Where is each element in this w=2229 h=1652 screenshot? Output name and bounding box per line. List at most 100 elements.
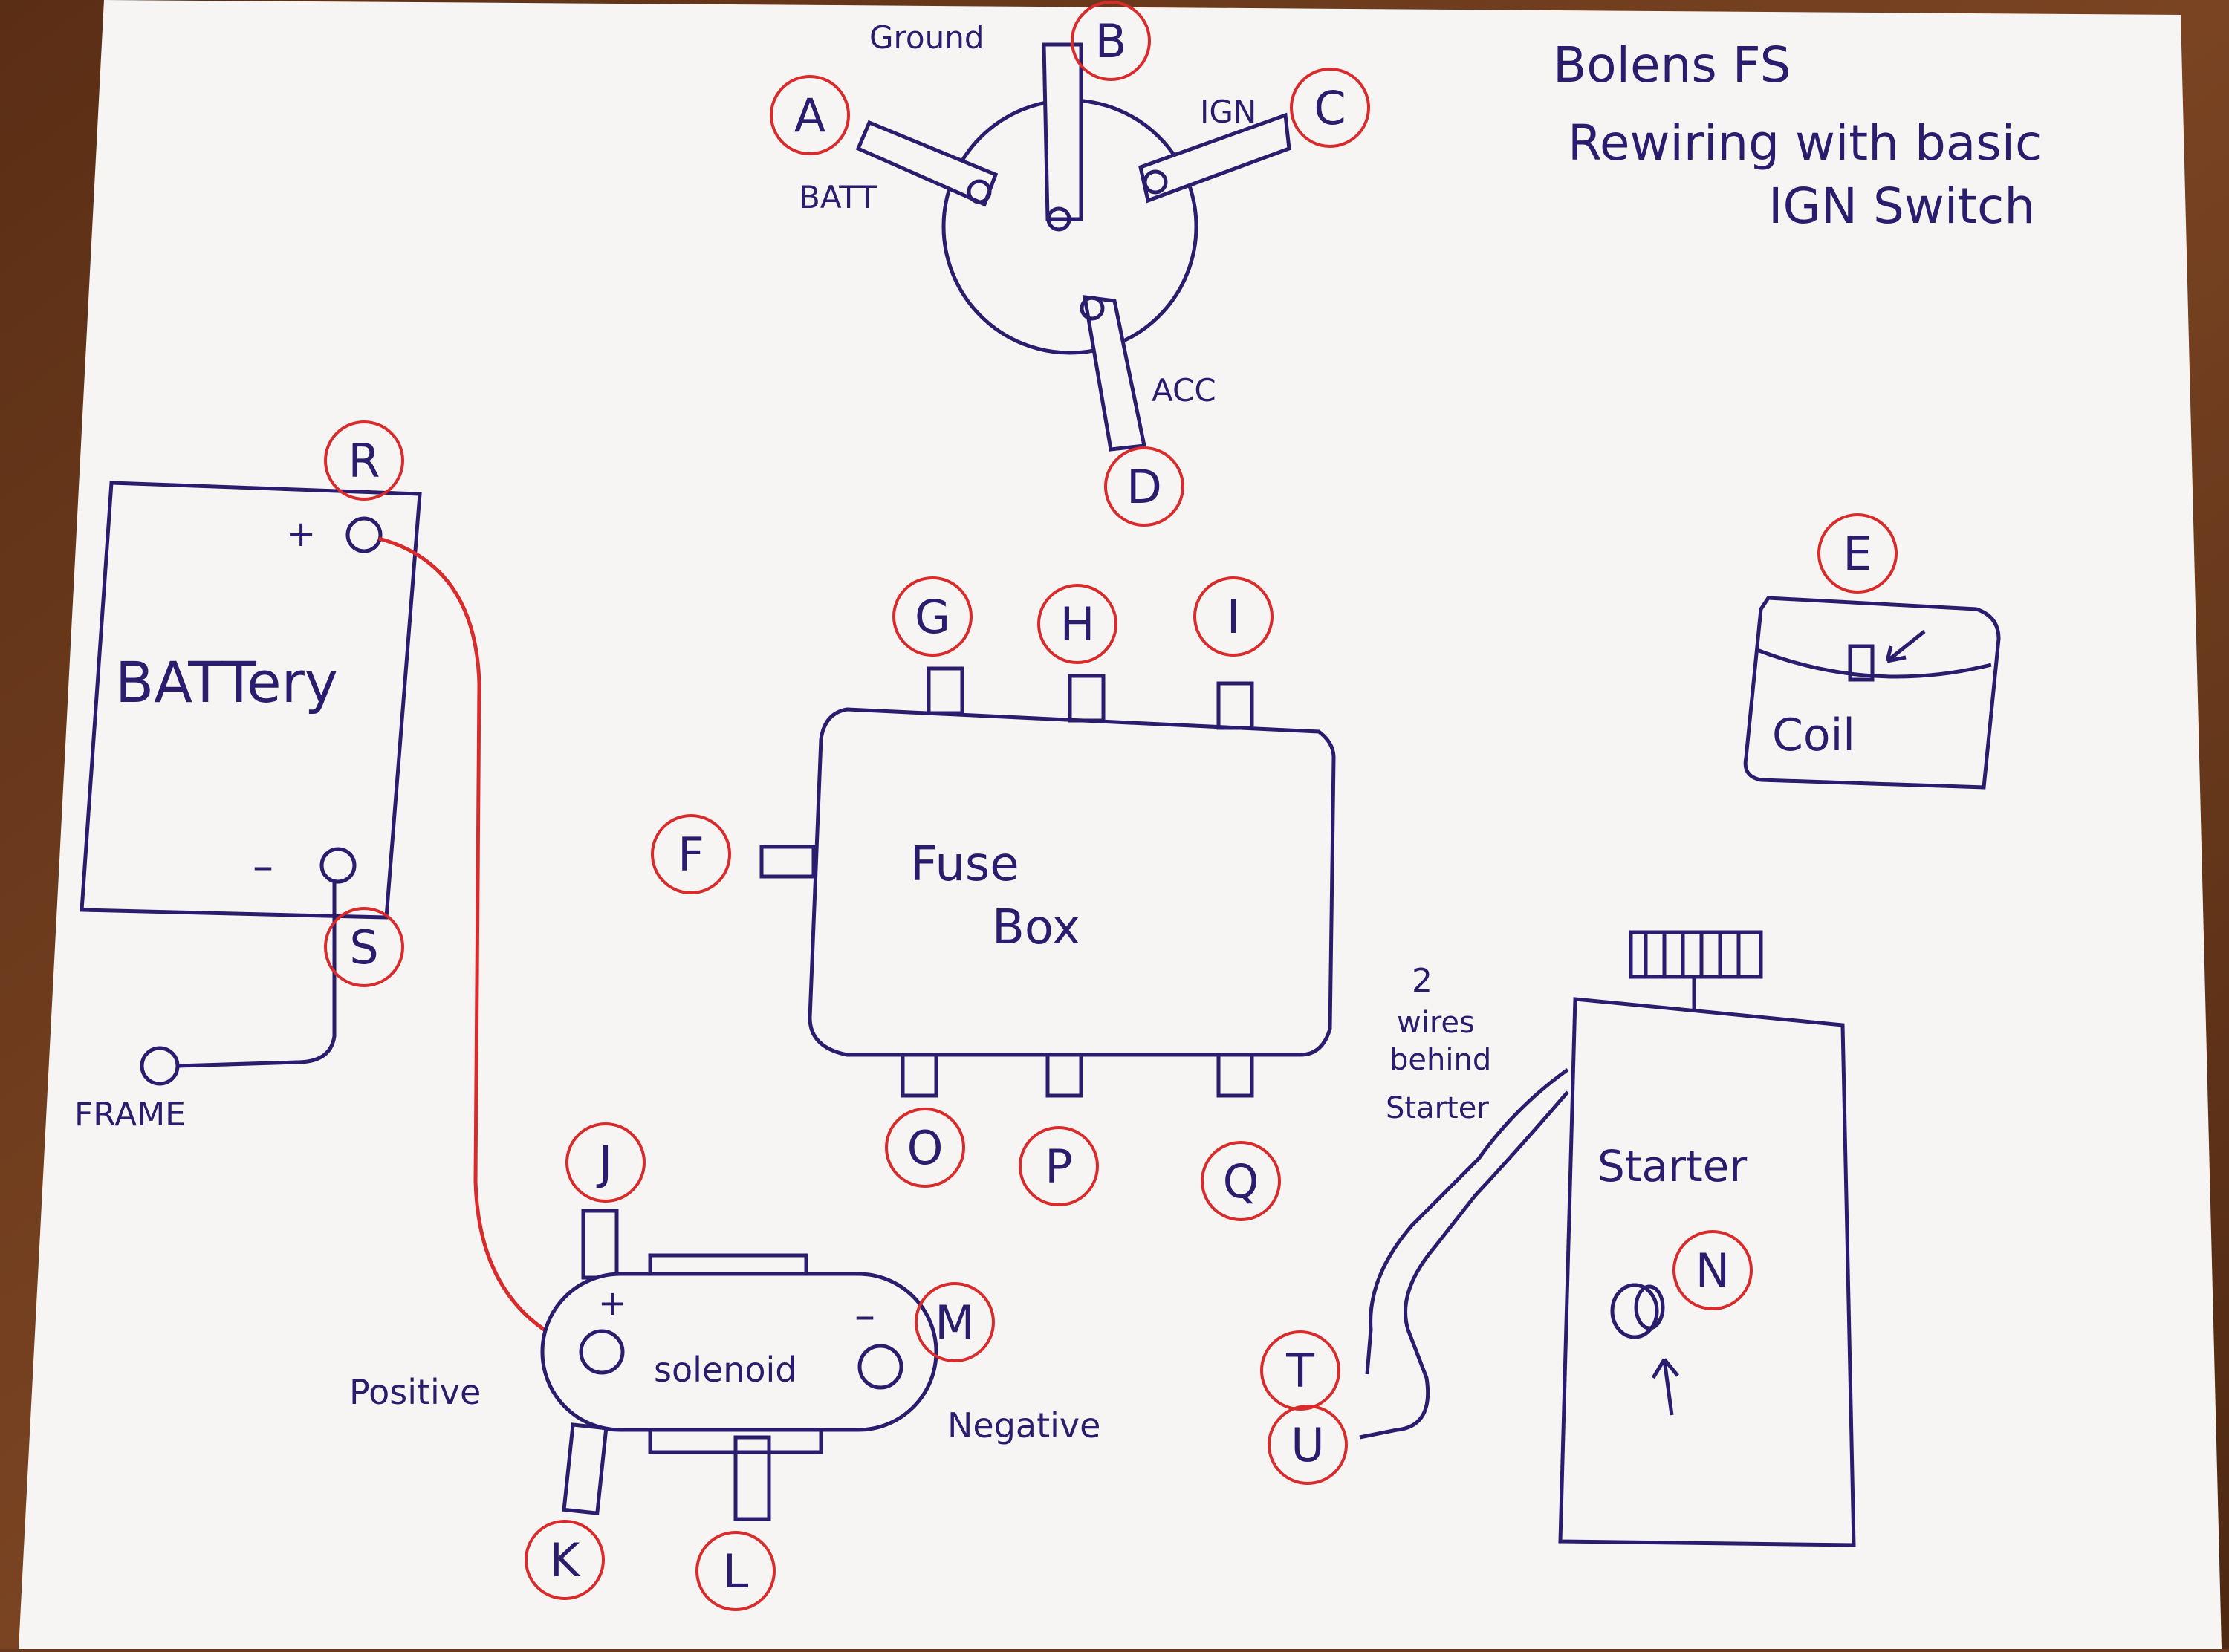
- fuse-terminal-q: [1216, 1053, 1254, 1098]
- coil: [1743, 596, 2001, 790]
- starter-note-1: 2: [1412, 962, 1433, 1000]
- fuse-box-label-1: Fuse: [910, 837, 1019, 892]
- marker-circle: [695, 1531, 776, 1611]
- starter-wire-t: [1365, 1067, 1569, 1375]
- marker-o: O: [885, 1108, 965, 1188]
- ground-label: Ground: [869, 19, 984, 56]
- marker-labels: A B C D E F G H I J K L M N O P Q R S TU: [324, 1, 1898, 1611]
- starter-gear-teeth: [1644, 932, 1741, 977]
- starter: [1359, 930, 1856, 1547]
- title-line-3: IGN Switch: [1768, 178, 2035, 235]
- marker-m: M: [915, 1282, 995, 1362]
- solenoid-positive-post: [579, 1329, 625, 1375]
- marker-u: U: [1268, 1405, 1348, 1485]
- marker-letter: G: [915, 590, 950, 644]
- positive-cable: [378, 536, 603, 1358]
- starter-terminal-nut: [1634, 1284, 1665, 1330]
- marker-t: T: [1260, 1330, 1340, 1411]
- marker-e: E: [1817, 513, 1898, 594]
- marker-letter: F: [678, 827, 704, 882]
- solenoid-plus-sign: +: [598, 1283, 627, 1323]
- fuse-terminal-g: [927, 666, 964, 715]
- marker-s: S: [324, 907, 404, 987]
- ignition-switch: [855, 42, 1291, 452]
- marker-circle: [1071, 1, 1151, 81]
- marker-letter: O: [907, 1121, 944, 1175]
- battery-positive-post: [345, 516, 383, 553]
- marker-f: F: [651, 814, 731, 894]
- starter-arrow-icon: [1651, 1358, 1679, 1416]
- batt-terminal-screw: [967, 179, 992, 204]
- marker-p: P: [1019, 1126, 1099, 1206]
- marker-letter: L: [723, 1544, 749, 1599]
- marker-circle: [1201, 1141, 1281, 1221]
- solenoid: [540, 1209, 938, 1521]
- marker-j: J: [565, 1122, 646, 1203]
- marker-letter: D: [1126, 460, 1162, 514]
- coil-terminal: [1848, 644, 1875, 682]
- fuse-box: [759, 666, 1336, 1098]
- marker-circle: [1019, 1126, 1099, 1206]
- marker-letter: B: [1095, 14, 1127, 68]
- solenoid-body: [540, 1272, 938, 1432]
- marker-letter: J: [596, 1136, 612, 1190]
- fuse-box-text: Fuse Box: [910, 837, 1080, 955]
- batt-label: BATT: [799, 179, 877, 215]
- fuse-terminal-h: [1068, 674, 1106, 723]
- marker-letter: K: [550, 1533, 581, 1587]
- marker-circle: [1268, 1405, 1348, 1485]
- marker-g: G: [892, 576, 973, 657]
- fuse-terminal-f: [759, 845, 816, 879]
- ign-terminal-screw: [1143, 169, 1168, 195]
- marker-circle: [1817, 513, 1898, 594]
- solenoid-minus-sign: –: [854, 1292, 875, 1340]
- fuse-box-label-2: Box: [992, 900, 1080, 955]
- frame-label: FRAME: [74, 1096, 186, 1134]
- marker-circle: [1037, 584, 1117, 664]
- solenoid-label: solenoid: [654, 1350, 796, 1390]
- marker-letter: C: [1314, 81, 1346, 135]
- marker-a: A: [770, 75, 850, 155]
- marker-circle: [324, 907, 404, 987]
- marker-letter: U: [1291, 1418, 1324, 1472]
- battery-negative-post: [319, 847, 357, 884]
- batt-terminal-blade: [855, 120, 999, 207]
- battery-text: + – BATTery: [115, 513, 338, 891]
- marker-letter: R: [348, 434, 380, 488]
- marker-letter: Q: [1223, 1154, 1259, 1209]
- ign-label: IGN: [1200, 94, 1256, 130]
- marker-letter: S: [349, 920, 378, 975]
- battery-label: BATTery: [115, 649, 338, 715]
- fuse-box-body: [808, 707, 1336, 1057]
- starter-note-4: Starter: [1386, 1091, 1489, 1125]
- marker-q: Q: [1201, 1141, 1281, 1221]
- marker-circle: [770, 75, 850, 155]
- marker-letter: A: [794, 88, 825, 143]
- marker-letter: T: [1285, 1344, 1315, 1398]
- marker-circle: [1290, 68, 1370, 148]
- paper-sheet: [19, 0, 2222, 1649]
- marker-letter: I: [1227, 590, 1240, 644]
- title-block: Bolens FS Rewiring with basic IGN Switch: [1553, 36, 2042, 235]
- marker-circle: [1672, 1230, 1753, 1310]
- title-line-1: Bolens FS: [1553, 36, 1791, 94]
- marker-circle: [1104, 446, 1184, 527]
- fuse-terminal-o: [901, 1053, 938, 1098]
- marker-letter: P: [1045, 1139, 1072, 1194]
- starter-label: Starter: [1597, 1141, 1747, 1191]
- battery-case: [80, 481, 422, 920]
- title-line-2: Rewiring with basic: [1568, 114, 2042, 172]
- marker-circle: [892, 576, 973, 657]
- marker-h: H: [1037, 584, 1117, 664]
- frame-ground-point: [140, 1046, 180, 1086]
- starter-wire-u: [1359, 1090, 1569, 1440]
- ground-wire: [178, 880, 337, 1068]
- starter-body: [1558, 997, 1856, 1547]
- marker-circle: [565, 1122, 646, 1203]
- marker-letter: H: [1060, 597, 1095, 651]
- starter-text: Starter 2 wires behind Starter: [1386, 962, 1747, 1191]
- solenoid-terminal-l: [733, 1435, 771, 1521]
- ign-terminal-blade: [1138, 112, 1291, 204]
- marker-n: N: [1672, 1230, 1753, 1310]
